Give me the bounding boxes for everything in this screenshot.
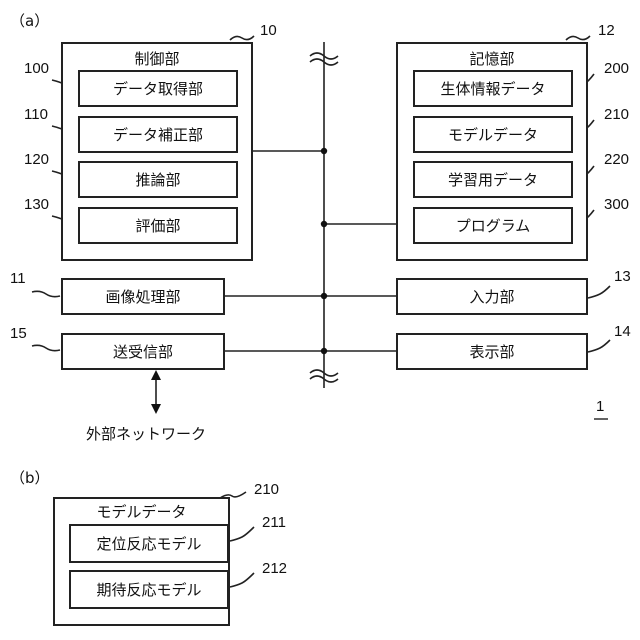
ref-data-acquisition: 100 — [24, 60, 49, 77]
orienting-response-model: 定位反応モデル — [69, 524, 229, 563]
ref-image-processing: 11 — [10, 270, 26, 287]
ref-leader-211 — [230, 527, 254, 541]
input-unit: 入力部 — [396, 278, 588, 315]
ref-orienting-response-model: 211 — [262, 514, 286, 531]
data-correction-unit: データ補正部 — [78, 116, 238, 153]
ref-leader-212 — [230, 573, 254, 587]
transceiver-unit: 送受信部 — [61, 333, 225, 370]
ref-model-data: 210 — [604, 106, 629, 123]
system-ref: 1 — [596, 398, 604, 415]
data-acquisition-unit: データ取得部 — [78, 70, 238, 107]
ref-leader-12 — [566, 36, 590, 40]
junction-dot — [321, 293, 327, 299]
evaluation-unit: 評価部 — [78, 207, 238, 244]
junction-dot — [321, 148, 327, 154]
figure-b-label: （b） — [10, 467, 50, 488]
model-data-title: モデルデータ — [55, 501, 228, 522]
arrowhead-down-icon — [151, 404, 161, 414]
ref-evaluation: 130 — [24, 196, 49, 213]
program: プログラム — [413, 207, 573, 244]
ref-expectation-response-model: 212 — [262, 560, 287, 577]
biometric-data: 生体情報データ — [413, 70, 573, 107]
storage-unit-title: 記憶部 — [398, 48, 586, 69]
ref-display: 14 — [614, 323, 631, 340]
ref-program: 300 — [604, 196, 629, 213]
junction-dot — [321, 348, 327, 354]
ref-leader-10 — [230, 36, 254, 40]
ref-training-data: 220 — [604, 151, 629, 168]
ref-leader-11 — [32, 291, 60, 296]
model-data: モデルデータ — [413, 116, 573, 153]
expectation-response-model: 期待反応モデル — [69, 570, 229, 609]
ref-inference: 120 — [24, 151, 49, 168]
ref-biometric-data: 200 — [604, 60, 629, 77]
arrowhead-up-icon — [151, 370, 161, 380]
ref-transceiver: 15 — [10, 325, 27, 342]
external-network-label: 外部ネットワーク — [86, 423, 206, 444]
ref-model-data-b: 210 — [254, 481, 279, 498]
inference-unit: 推論部 — [78, 161, 238, 198]
ref-control: 10 — [260, 22, 277, 39]
storage-unit: 記憶部 生体情報データ モデルデータ 学習用データ プログラム — [396, 42, 588, 261]
ref-input: 13 — [614, 268, 631, 285]
ref-leader-15 — [32, 345, 60, 350]
control-unit-title: 制御部 — [63, 48, 251, 69]
figure-a-label: （a） — [10, 10, 49, 31]
display-unit: 表示部 — [396, 333, 588, 370]
training-data: 学習用データ — [413, 161, 573, 198]
ref-storage: 12 — [598, 22, 615, 39]
model-data-box: モデルデータ 定位反応モデル 期待反応モデル — [53, 497, 230, 626]
control-unit: 制御部 データ取得部 データ補正部 推論部 評価部 — [61, 42, 253, 261]
ref-leader-14 — [588, 340, 610, 352]
image-processing-unit: 画像処理部 — [61, 278, 225, 315]
junction-dot — [321, 221, 327, 227]
ref-data-correction: 110 — [24, 106, 48, 123]
ref-leader-13 — [588, 286, 610, 298]
